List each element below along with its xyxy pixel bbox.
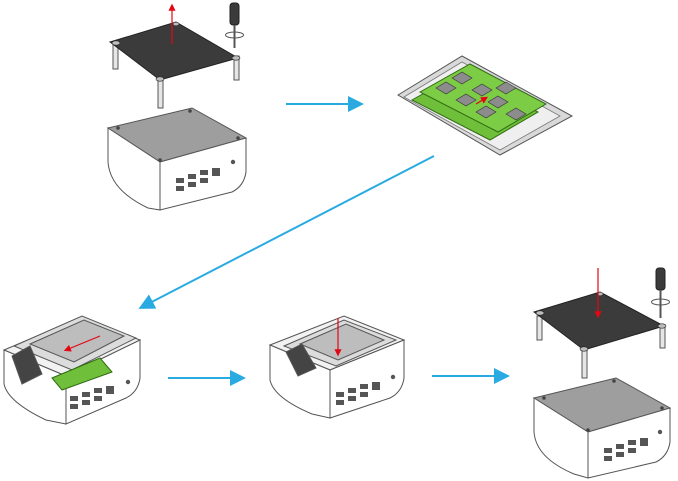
bottom-lid-plate <box>108 21 240 81</box>
storage-drive <box>298 323 386 361</box>
step-2-memory-module <box>397 55 574 156</box>
front-panel-ports <box>70 379 131 409</box>
drive-connector <box>11 345 43 385</box>
flow-arrow-2 <box>138 155 435 309</box>
step-5-reattach-lid <box>532 267 672 479</box>
rotate-arrow-icon <box>225 31 244 39</box>
computer-case-closed <box>532 377 672 479</box>
rotate-arrow-icon <box>651 298 670 306</box>
green-board <box>51 357 113 391</box>
lid-screw-heads <box>111 21 241 82</box>
insert-arrow <box>475 96 489 105</box>
slide-arrow <box>63 335 101 352</box>
step-4-seat-drive <box>268 315 406 419</box>
memory-chips <box>435 71 527 121</box>
front-panel-ports <box>336 374 396 405</box>
step-3-install-drive <box>2 315 142 425</box>
front-panel-ports <box>604 429 663 461</box>
step-1-remove-lid <box>106 2 248 211</box>
computer-case-open <box>106 107 248 211</box>
screwdriver-icon <box>651 267 670 318</box>
front-panel-ports <box>176 159 236 191</box>
bottom-lid-plate <box>532 291 666 351</box>
drive-connector <box>285 343 317 377</box>
screwdriver-icon <box>225 2 244 48</box>
